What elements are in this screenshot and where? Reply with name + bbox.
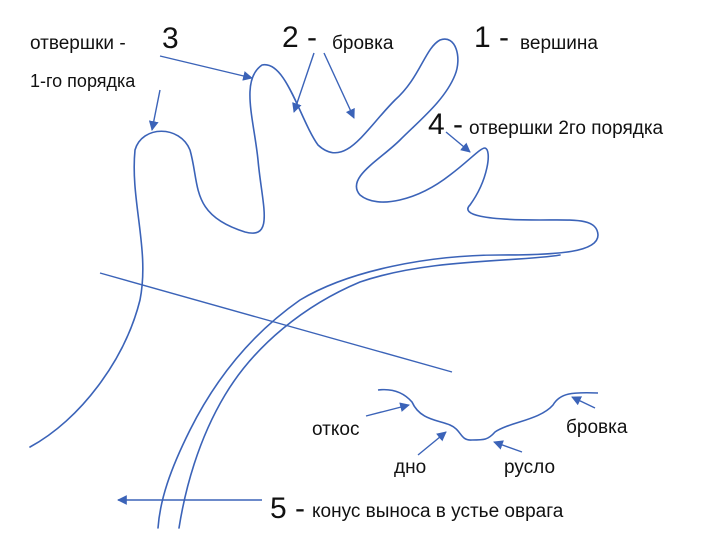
label-otvershki-2-number: 4 - — [428, 108, 464, 141]
ravine-outline-inner — [178, 254, 561, 529]
arrow-ruslo — [493, 440, 523, 453]
label-otvershki-1: отвершки - — [30, 33, 126, 54]
label-otkos: откос — [312, 419, 360, 440]
label-konus: конус выноса в устье оврага — [312, 501, 564, 522]
arrow-brovka-right — [323, 52, 355, 119]
label-dno: дно — [394, 457, 427, 478]
cross-section-line — [99, 272, 453, 373]
label-vershina-number: 1 - — [474, 21, 510, 54]
label-ruslo: русло — [504, 457, 556, 478]
label-otvershki-1-number: 3 — [162, 22, 179, 55]
arrow-otvershki1 — [148, 89, 161, 131]
arrow-otkos — [365, 402, 410, 417]
arrow-otvershki1-to-spur — [159, 55, 253, 81]
arrow-brovka-left — [292, 52, 315, 113]
arrow-brovka-profile — [571, 396, 596, 409]
label-otvershki-1-order: 1-го порядка — [30, 71, 136, 91]
label-vershina: вершина — [520, 33, 598, 54]
label-konus-number: 5 - — [270, 492, 306, 525]
label-brovka-number: 2 - — [282, 21, 318, 54]
ravine-outline-outer — [29, 38, 599, 529]
arrow-otvershki2 — [445, 131, 471, 153]
label-brovka-profile: бровка — [566, 417, 628, 438]
label-brovka: бровка — [332, 33, 394, 54]
label-otvershki-2: отвершки 2го порядка — [469, 118, 664, 139]
cross-section-profile — [377, 388, 599, 441]
arrow-dno — [417, 431, 447, 456]
